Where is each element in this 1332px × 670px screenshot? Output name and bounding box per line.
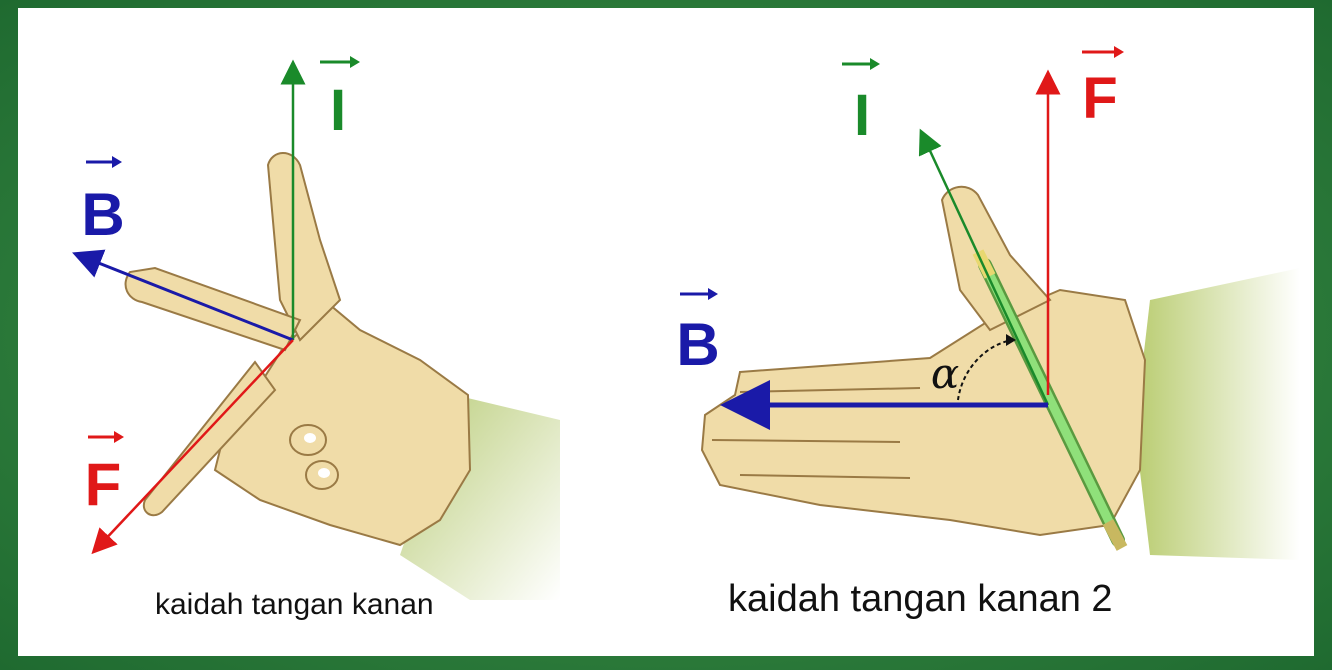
right-thumb: [942, 187, 1050, 330]
right-hand-figure: α I F B: [676, 46, 1300, 560]
left-hand-palm: [215, 305, 470, 545]
right-caption: kaidah tangan kanan 2: [728, 578, 1113, 621]
left-hand-figure: I B F: [81, 56, 560, 600]
right-label-force: F: [1082, 66, 1117, 131]
left-current-vector-tip: [350, 56, 360, 68]
right-force-vector-tip: [1114, 46, 1124, 58]
right-hand-palm: [702, 290, 1145, 535]
right-sleeve: [1135, 268, 1300, 560]
right-field-vector-tip: [708, 288, 718, 300]
left-fingernail-1: [304, 433, 316, 443]
left-caption: kaidah tangan kanan: [155, 588, 434, 622]
left-fingernail-2: [318, 468, 330, 478]
left-label-force: F: [85, 451, 122, 518]
left-field-arrow: [86, 258, 293, 340]
left-label-current: I: [330, 78, 346, 143]
right-current-vector-tip: [870, 58, 880, 70]
right-label-angle: α: [931, 349, 959, 398]
left-force-vector-tip: [114, 431, 124, 443]
right-label-current: I: [854, 83, 870, 148]
left-field-vector-tip: [112, 156, 122, 168]
left-label-field: B: [81, 181, 124, 248]
right-label-field: B: [676, 311, 719, 378]
